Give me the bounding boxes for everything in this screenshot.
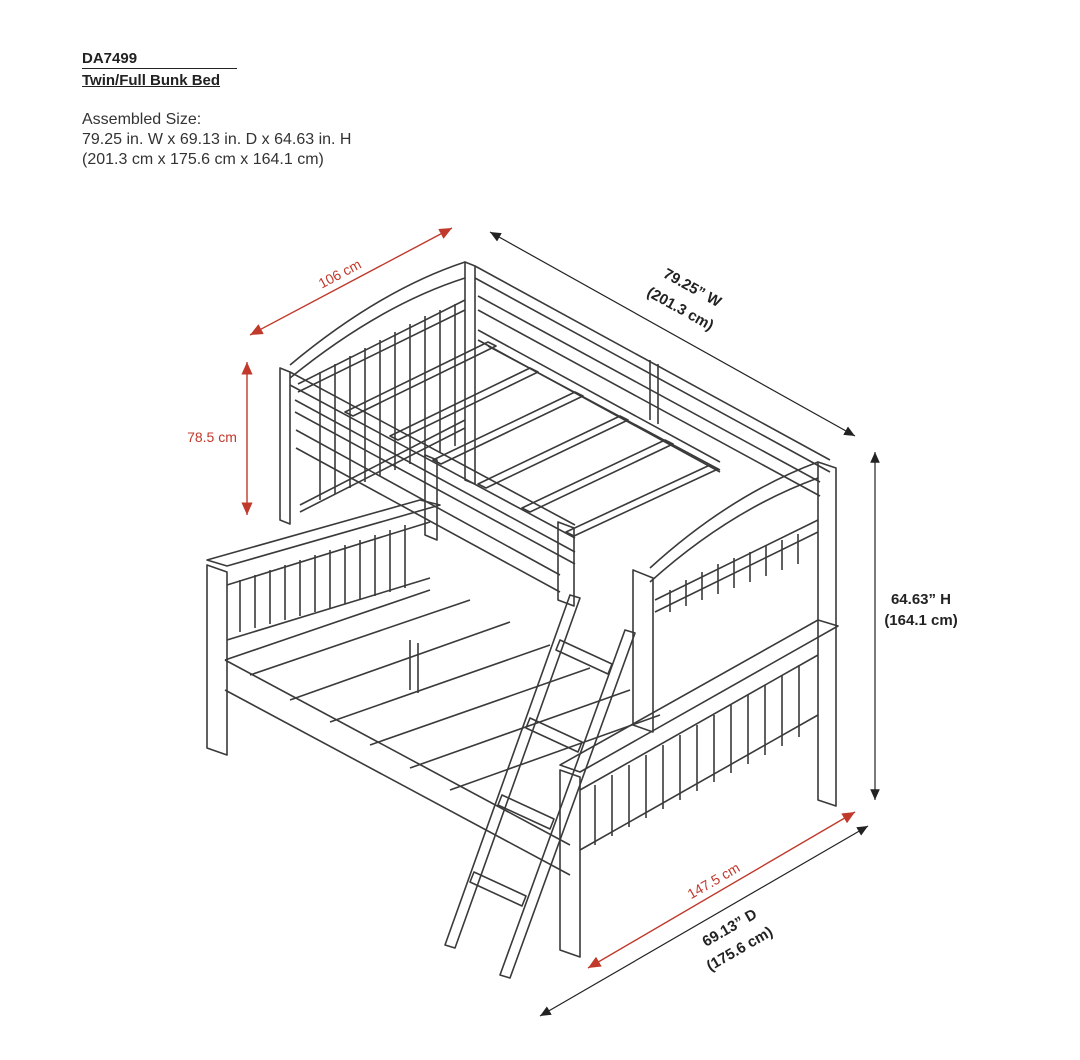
label-height-cm: (164.1 cm)	[884, 612, 957, 629]
ladder	[444, 594, 636, 979]
bottom-frame	[224, 589, 661, 876]
assembled-size-metric: (201.3 cm x 175.6 cm x 164.1 cm)	[82, 151, 324, 168]
dim-width: 79.25” W (201.3 cm)	[489, 231, 856, 437]
dim-depth: 69.13” D (175.6 cm)	[539, 825, 869, 1017]
top-bunk-slats	[344, 341, 721, 537]
model-code: DA7499	[82, 50, 238, 69]
label-bottom-length: 147.5 cm	[685, 859, 743, 902]
label-top-length: 106 cm	[316, 256, 364, 292]
dim-bottom-length: 147.5 cm	[587, 811, 856, 969]
product-name: Twin/Full Bunk Bed	[82, 72, 221, 89]
bed-line-art	[206, 261, 839, 979]
dim-height: 64.63” H (164.1 cm)	[870, 452, 958, 800]
label-guard-height: 78.5 cm	[187, 429, 237, 445]
product-header: DA7499 Twin/Full Bunk Bed	[82, 50, 502, 91]
dim-guard-height: 78.5 cm	[187, 362, 253, 515]
top-back-headboard	[279, 261, 476, 525]
bottom-headboard	[206, 499, 441, 756]
assembled-size-block: Assembled Size: 79.25 in. W x 69.13 in. …	[82, 110, 351, 170]
assembled-size-imperial: 79.25 in. W x 69.13 in. D x 64.63 in. H	[82, 131, 352, 148]
top-front-footboard	[632, 461, 837, 807]
label-height-in: 64.63” H	[891, 591, 951, 608]
assembled-size-label: Assembled Size:	[82, 111, 202, 128]
